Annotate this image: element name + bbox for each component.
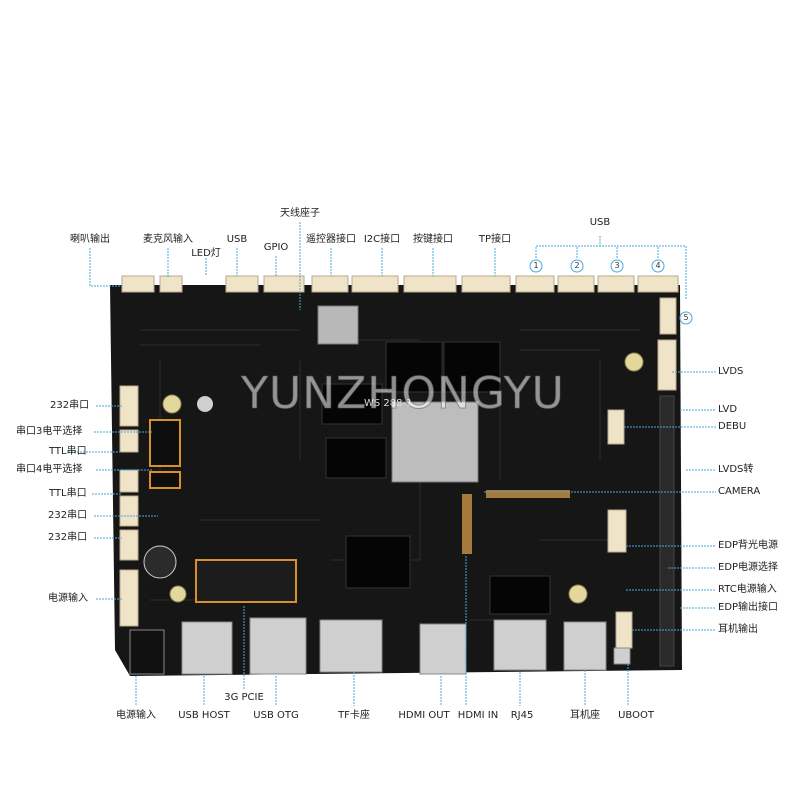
label-uart4-level: 串口4电平选择: [16, 464, 83, 475]
label-i2c: I2C接口: [363, 234, 401, 245]
label-led: LED灯: [191, 248, 221, 259]
label-uboot: UBOOT: [618, 710, 654, 721]
label-ttl-1: TTL串口: [49, 446, 87, 457]
label-speaker-out: 喇叭输出: [70, 234, 110, 245]
corner-hole: [197, 396, 213, 412]
label-mic-in: 麦克风输入: [143, 234, 193, 245]
left-connectors: [119, 385, 139, 627]
label-lvds-adapter: LVDS转: [718, 464, 754, 475]
label-usb-otg: USB OTG: [253, 710, 299, 721]
label-lvds-1: LVDS: [718, 366, 744, 377]
fpc-connector: [486, 490, 570, 498]
edge-header: [659, 395, 675, 667]
pcie-slot: [195, 559, 297, 603]
label-edp-out: EDP输出接口: [718, 602, 779, 613]
usb-port-1-number: 1: [533, 261, 539, 270]
label-rj45: RJ45: [510, 710, 534, 721]
usb-port-2-number: 2: [574, 261, 580, 270]
label-lvds-2: LVD: [718, 404, 738, 415]
chip-marking: WS 288-1: [364, 398, 413, 409]
label-uart3-level: 串口3电平选择: [16, 426, 83, 437]
label-headphone-out: 耳机输出: [718, 624, 758, 635]
label-tp: TP接口: [478, 234, 512, 245]
chips: [321, 341, 551, 615]
jumper-blocks: [149, 419, 181, 489]
label-rtc-power: RTC电源输入: [718, 584, 777, 595]
label-rs232-3: 232串口: [48, 532, 88, 543]
label-debug: DEBU: [718, 421, 747, 432]
wifi-module: [317, 305, 359, 345]
label-edp-backlight: EDP背光电源: [718, 540, 779, 551]
label-edp-power-select: EDP电源选择: [718, 562, 779, 573]
usb-number-circles: [529, 259, 693, 325]
capacitor: [143, 545, 177, 579]
soc-chip: [391, 401, 479, 483]
usb-port-5-number: 5: [683, 313, 689, 322]
label-usb-hub: USB: [589, 217, 611, 228]
label-hdmi-out: HDMI OUT: [398, 710, 450, 721]
label-3g-pcie: 3G PCIE: [224, 692, 264, 703]
usb-port-3-number: 3: [614, 261, 620, 270]
label-keys: 按键接口: [413, 234, 453, 245]
label-remote: 遥控器接口: [306, 234, 356, 245]
mount-holes: [162, 352, 644, 604]
label-camera: CAMERA: [718, 486, 761, 497]
label-power-in-bottom: 电源输入: [116, 710, 156, 721]
top-connectors: [121, 275, 679, 293]
label-headphone-jack: 耳机座: [570, 710, 600, 721]
label-rs232-2: 232串口: [48, 510, 88, 521]
bottom-ports: [129, 617, 631, 675]
label-usb-top: USB: [226, 234, 248, 245]
label-gpio: GPIO: [263, 242, 289, 253]
label-power-in-left: 电源输入: [48, 593, 88, 604]
usb-port-4-number: 4: [655, 261, 661, 270]
label-tf-slot: TF卡座: [338, 710, 370, 721]
label-antenna: 天线座子: [280, 208, 320, 219]
label-usb-host: USB HOST: [178, 710, 230, 721]
label-hdmi-in: HDMI IN: [457, 710, 499, 721]
label-ttl-2: TTL串口: [49, 488, 87, 499]
fpc-connector-2: [462, 494, 472, 554]
leader-lines: [68, 222, 716, 706]
label-rs232-1: 232串口: [50, 400, 90, 411]
